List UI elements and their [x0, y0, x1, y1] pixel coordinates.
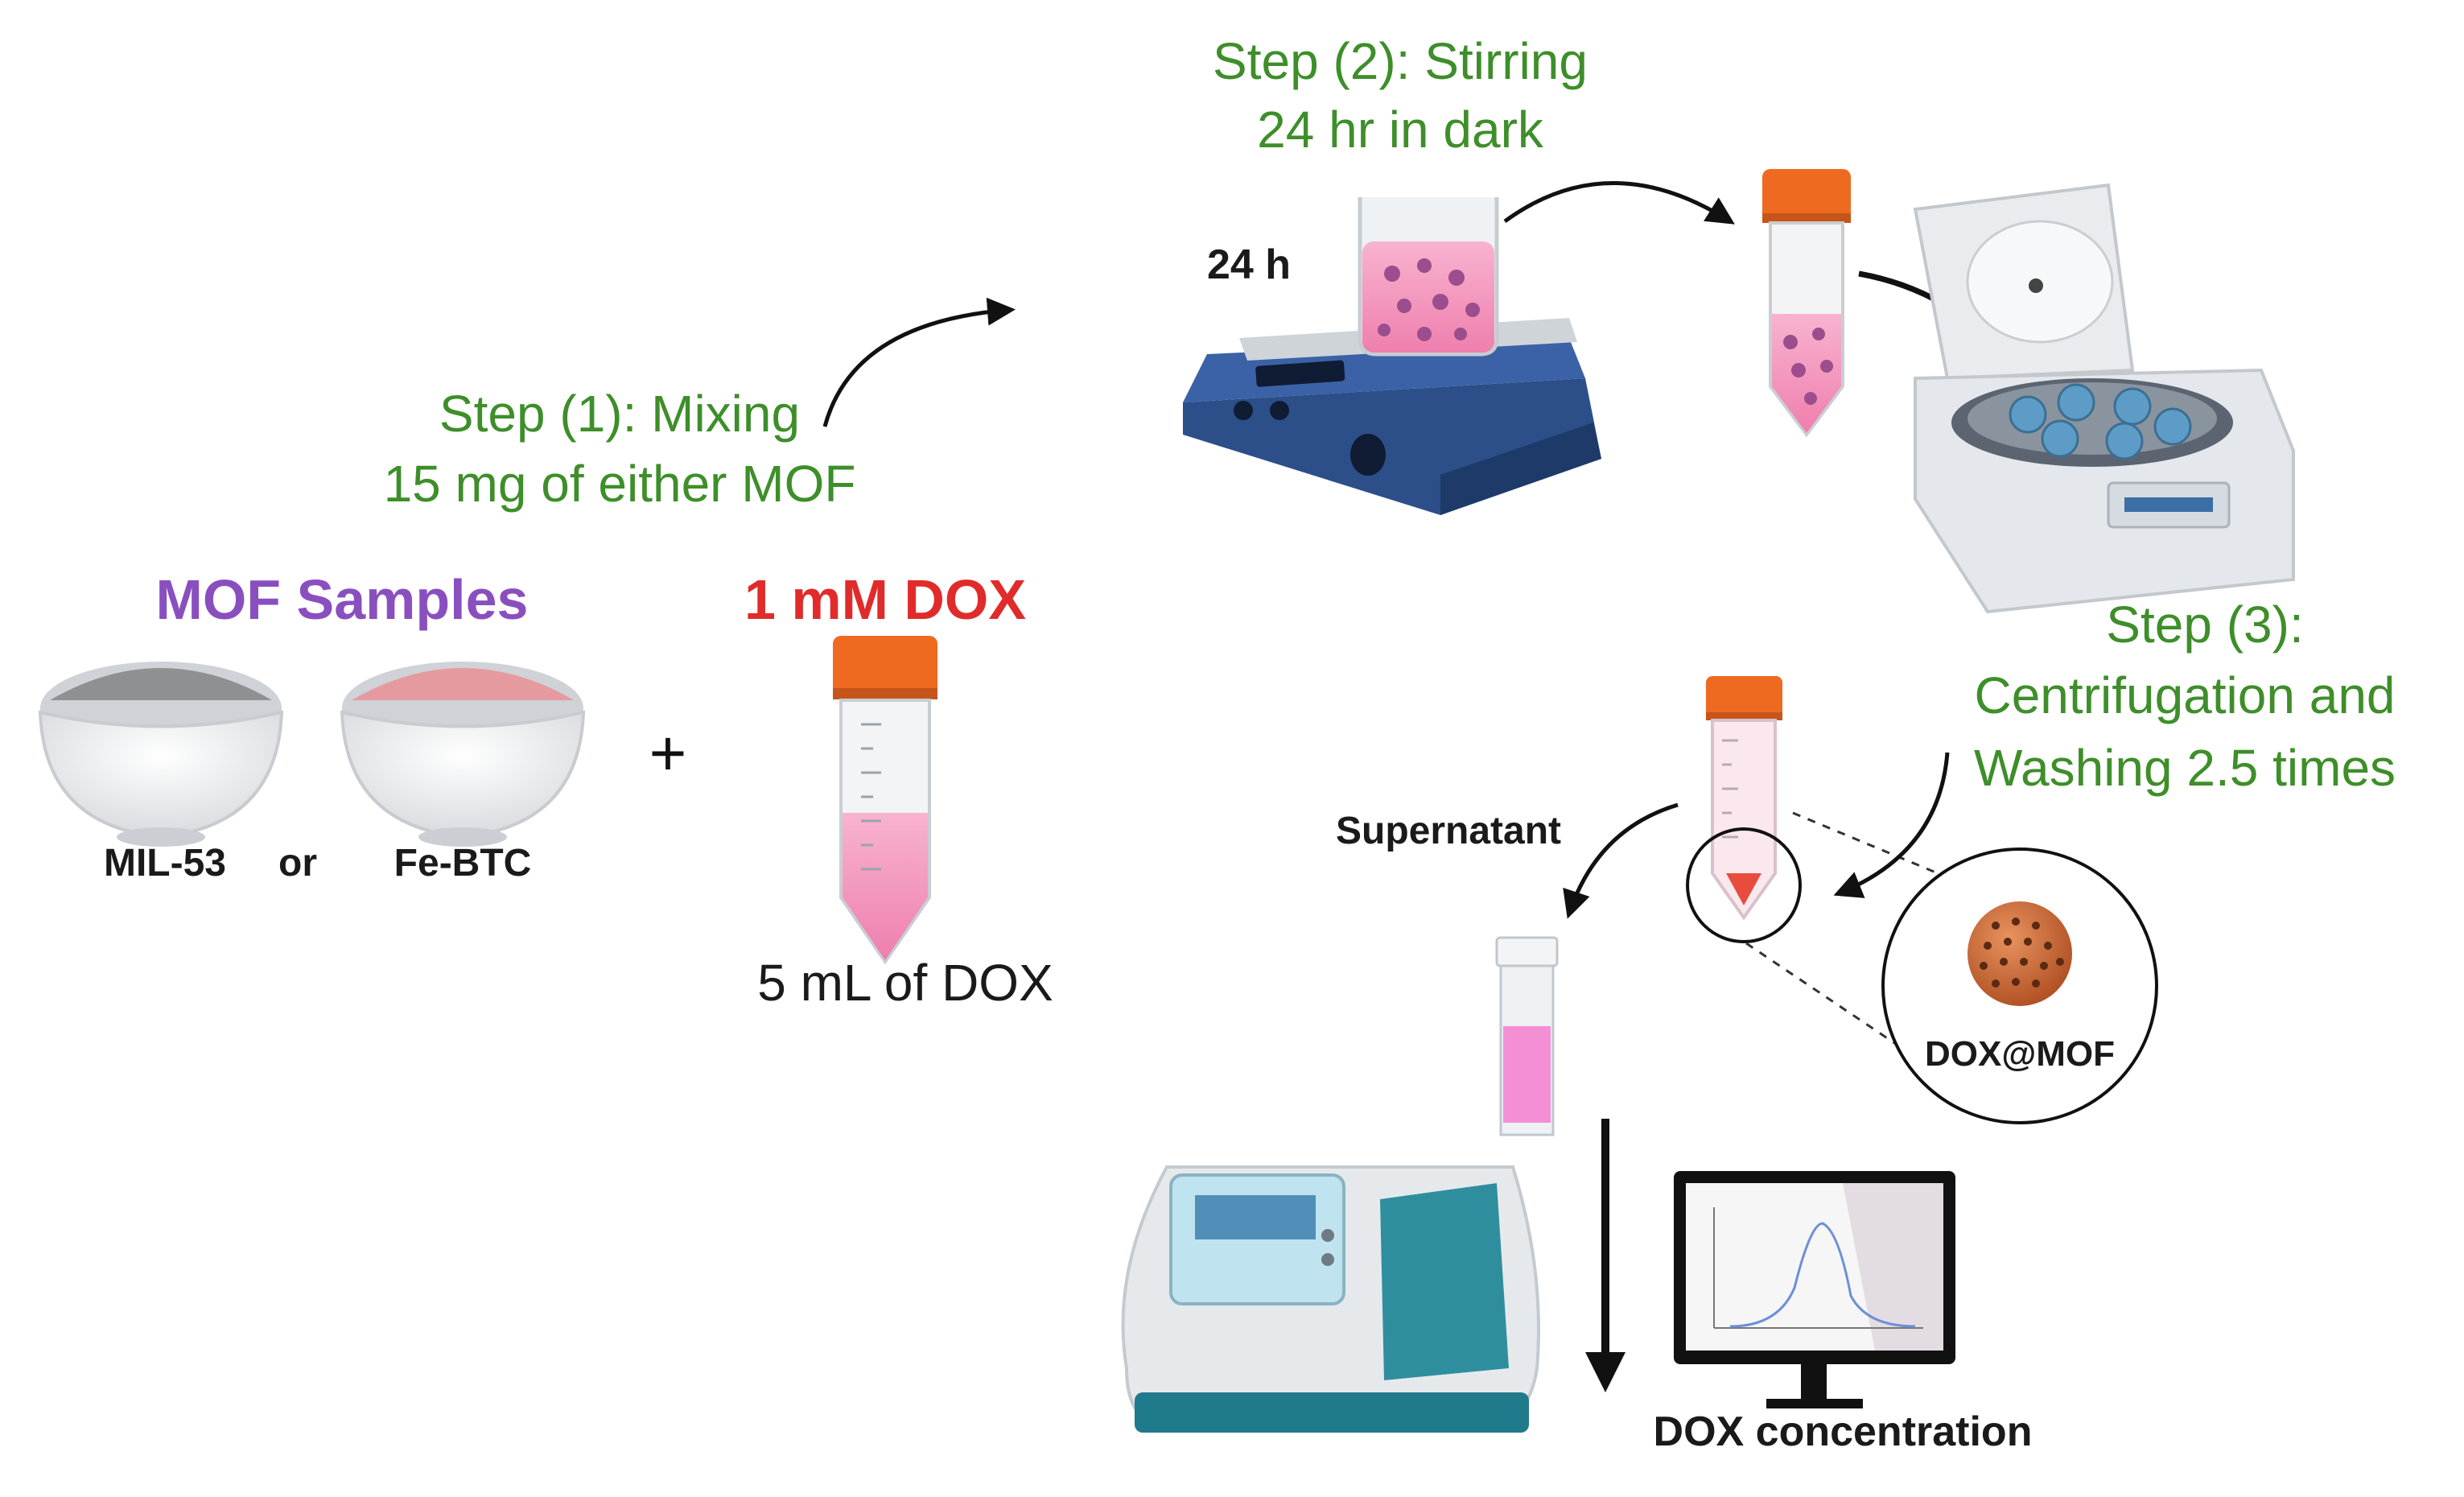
falcon-tube-icon	[833, 636, 937, 965]
supernatant-label: Supernatant	[1335, 810, 1562, 852]
mof-samples-title: MOF Samples	[155, 568, 529, 631]
dox-concentration-label: DOX concentration	[1653, 1408, 2033, 1455]
dox-title: 1 mM DOX	[744, 568, 1027, 631]
monitor-icon	[1674, 1171, 1955, 1408]
spectrophotometer-icon	[1121, 1165, 1540, 1433]
cuvette-icon	[1495, 936, 1559, 1136]
dox-volume: 5 mL of DOX	[757, 954, 1053, 1012]
centrifuge-icon	[1913, 183, 2295, 614]
dox-mof-label: DOX@MOF	[1924, 1034, 2115, 1074]
plus-sign: +	[649, 717, 687, 789]
step2-line1: Step (2): Stirring	[1213, 32, 1588, 90]
step1-line2: 15 mg of either MOF	[383, 455, 856, 513]
step3-line3: Washing 2.5 times	[1973, 739, 2396, 797]
step1-line1: Step (1): Mixing	[439, 385, 801, 443]
falcon-tube-icon	[1706, 676, 1782, 921]
arrow-icon	[822, 297, 1016, 427]
falcon-tube-icon	[1762, 169, 1851, 438]
dox-mof-particle-icon	[1881, 847, 2158, 1124]
arrow-icon	[1563, 802, 1679, 919]
arrow-icon	[1503, 181, 1735, 225]
beaker-icon	[1358, 197, 1499, 357]
febtc-label: Fe-BTC	[393, 842, 532, 885]
zoom-line	[1792, 811, 1948, 879]
or-label: or	[278, 842, 317, 885]
mixing-bowl-icon	[340, 662, 586, 847]
time-label: 24 h	[1207, 241, 1292, 288]
mil53-label: MIL-53	[103, 842, 226, 885]
arrow-icon	[1833, 752, 1950, 898]
step3-line2: Centrifugation and	[1974, 666, 2396, 724]
zoom-circle	[1686, 827, 1802, 943]
step2-line2: 24 hr in dark	[1257, 101, 1543, 159]
mixing-bowl-icon	[38, 662, 284, 847]
step3-line1: Step (3):	[2106, 596, 2304, 654]
